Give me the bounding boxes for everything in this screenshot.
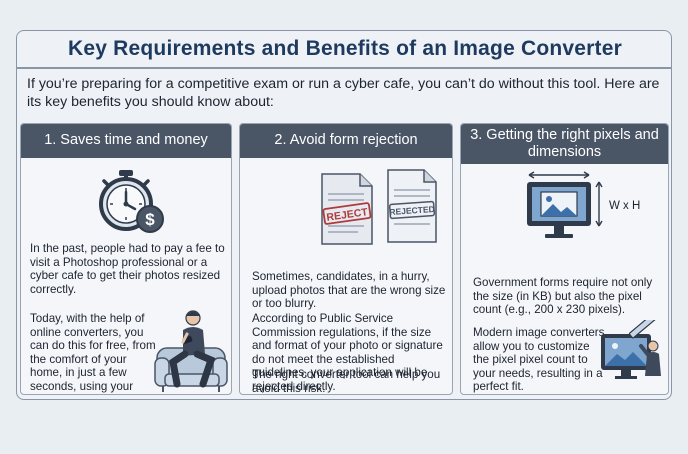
person-on-couch-icon (154, 310, 228, 392)
monitor-image-icon (527, 171, 603, 238)
column-heading: 1. Saves time and money (21, 124, 231, 158)
column-paragraph: Sometimes, candidates, in a hurry, uploa… (252, 270, 446, 311)
column-heading: 3. Getting the right pixels and dimensio… (461, 124, 668, 164)
column-paragraph: The right converter tool can help you av… (252, 368, 441, 395)
infographic-frame: Key Requirements and Benefits of an Imag… (16, 30, 672, 400)
dimension-label: W x H (609, 200, 641, 212)
column-paragraph: Modern image converters allow you to cus… (473, 326, 605, 394)
column-heading: 2. Avoid form rejection (240, 124, 452, 158)
stamp-label: REJECTED (389, 204, 435, 217)
dollar-coin-icon: $ (136, 205, 164, 233)
intro-text: If you’re preparing for a competitive ex… (27, 76, 660, 110)
stamp-label: REJECT (326, 206, 369, 224)
page-title: Key Requirements and Benefits of an Imag… (67, 37, 622, 60)
column-paragraph: In the past, people had to pay a fee to … (30, 242, 225, 296)
resize-tool-icon (601, 320, 661, 379)
benefit-column-form-rejection: 2. Avoid form rejection REJECT REJECTED … (239, 123, 453, 395)
column-paragraph: Today, with the help of online converter… (30, 312, 156, 394)
svg-text:$: $ (145, 210, 155, 229)
column-paragraph: Government forms require not only the si… (473, 276, 653, 317)
column-paragraph: According to Public Service Commission r… (252, 312, 443, 393)
benefit-column-pixels-dimensions: 3. Getting the right pixels and dimensio… (460, 123, 669, 395)
rejected-document-icon: REJECT REJECTED (321, 169, 437, 245)
benefit-column-time-money: 1. Saves time and money $ In the past, p… (20, 123, 232, 395)
title-divider (17, 67, 671, 69)
